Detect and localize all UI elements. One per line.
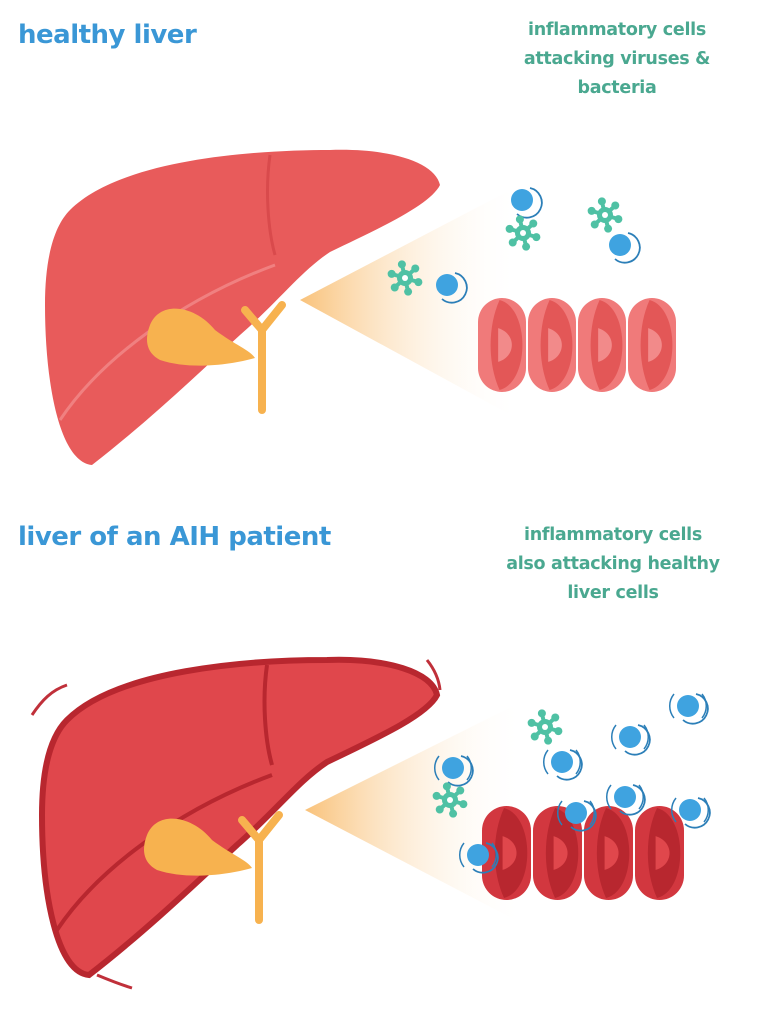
immune-cell [542,749,583,781]
liver-cell [584,806,633,900]
bacteria-icon [432,782,468,818]
bile-duct [238,811,283,924]
healthy-liver-panel [45,149,676,465]
liver-cell [578,298,626,392]
note-line: inflammatory cells [528,20,706,40]
immune-cell [610,724,651,756]
healthy-liver [45,149,440,465]
note-line: inflammatory cells [524,525,702,545]
bile-duct [241,301,286,414]
liver-cell [628,298,676,392]
bacteria-icon [387,260,423,296]
liver-cell [528,298,576,392]
healthy-liver-cells [478,298,676,392]
bacteria-icon [505,215,541,251]
gallbladder [144,818,252,876]
panel-title-healthy: healthy liver [18,20,197,50]
bacteria-icon [587,197,623,233]
immune-and-bacteria-cells [432,693,711,874]
note-line: bacteria [577,78,657,98]
immune-cell [433,755,474,787]
damaged-liver-cells [482,806,684,900]
liver-cell [478,298,526,392]
bacteria-icon [527,709,563,745]
immune-cell [458,842,499,874]
note-line: attacking viruses & [523,49,711,69]
immune-cell [609,232,641,264]
panel-title-aih: liver of an AIH patient [18,522,331,552]
panel-note-healthy: inflammatory cells attacking viruses & b… [517,16,717,103]
gallbladder [147,308,255,366]
immune-and-bacteria-cells [387,187,641,304]
liver-cell [635,806,684,900]
magnify-beam [300,185,520,420]
liver-cell [533,806,582,900]
magnify-beam [305,700,525,925]
note-line: also attacking healthy [506,554,720,574]
note-line: liver cells [567,583,659,603]
liver-cell [482,806,531,900]
aih-liver-panel [30,656,711,990]
panel-note-aih: inflammatory cells also attacking health… [493,521,733,608]
inflamed-liver [30,656,442,990]
immune-cell [605,784,646,816]
immune-cell [436,272,468,304]
immune-cell [556,800,597,832]
immune-cell [668,693,709,725]
immune-cell [670,797,711,829]
